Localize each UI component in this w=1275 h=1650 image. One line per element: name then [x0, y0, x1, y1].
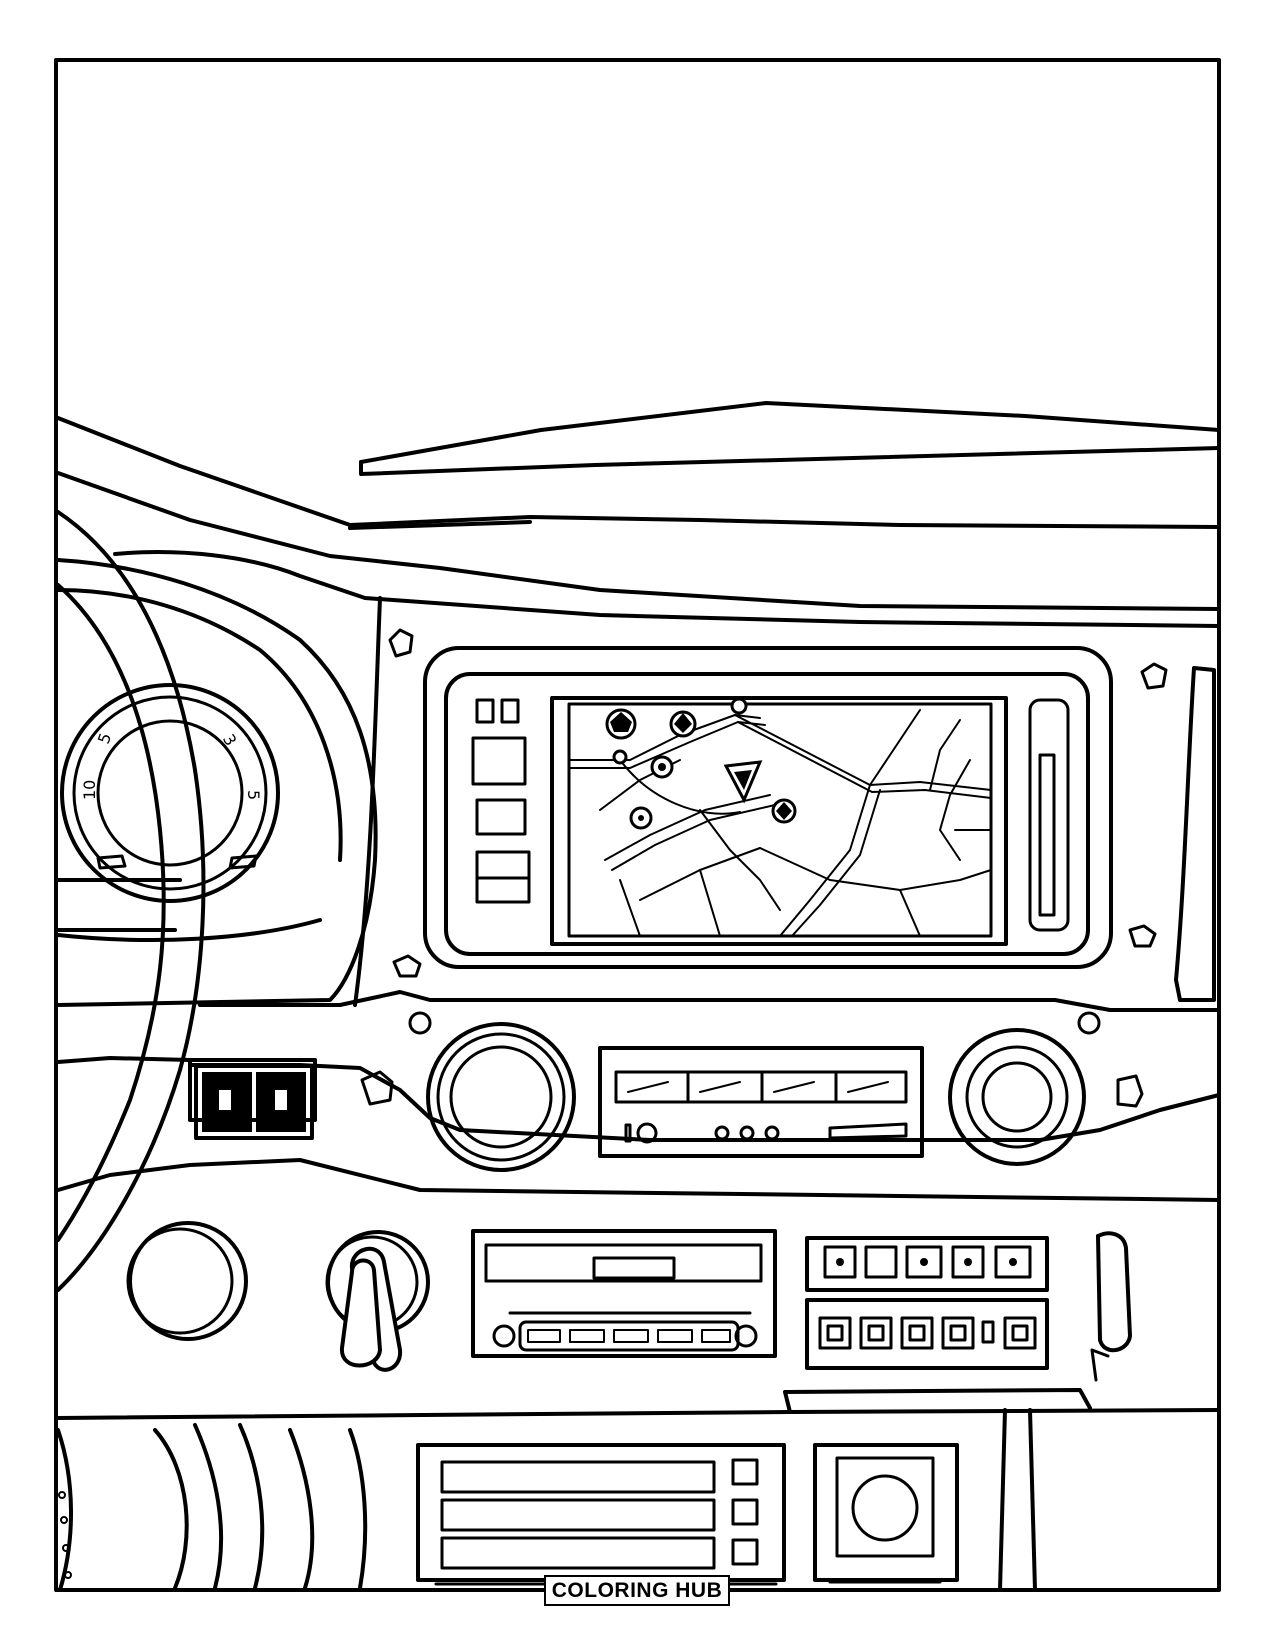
climate-button[interactable] [764, 1125, 780, 1141]
panel-button[interactable] [994, 1245, 1032, 1279]
climate-knob-icon[interactable] [426, 1022, 576, 1172]
screw-details [388, 628, 1168, 978]
nav-button[interactable] [471, 736, 527, 786]
climate-button[interactable] [714, 1125, 730, 1141]
air-vent-icon[interactable] [416, 1443, 786, 1586]
panel-button[interactable] [823, 1245, 857, 1279]
radio-unit [471, 1229, 777, 1358]
map-pin-icon[interactable] [650, 755, 674, 779]
instrument-cluster-hood [56, 558, 382, 1007]
nav-button[interactable] [500, 698, 520, 724]
lower-control-knob[interactable] [813, 1443, 959, 1584]
lower-console [56, 1388, 1221, 1592]
radio-preset-button[interactable] [657, 1329, 693, 1343]
hazard-switch-icon[interactable] [194, 1064, 314, 1140]
dashboard-top [56, 416, 1221, 628]
nav-button[interactable] [475, 698, 495, 724]
radio-preset-button[interactable] [613, 1329, 649, 1343]
watermark-logo: COLORING HUB [544, 1575, 730, 1606]
climate-button[interactable] [739, 1125, 755, 1141]
button-panel-upper [805, 1236, 1049, 1292]
climate-slider[interactable] [828, 1122, 908, 1140]
climate-knob-icon[interactable] [948, 1028, 1086, 1166]
nav-button[interactable] [475, 798, 527, 836]
panel-button[interactable] [818, 1316, 852, 1350]
navigation-unit [423, 646, 1113, 969]
map-pin-icon[interactable] [629, 806, 653, 830]
panel-button[interactable] [1003, 1316, 1037, 1350]
panel-button[interactable] [900, 1316, 934, 1350]
cd-slot[interactable] [592, 1256, 676, 1280]
panel-button[interactable] [981, 1320, 995, 1344]
steering-wheel-icon[interactable] [56, 510, 206, 1292]
gear-lever-icon[interactable] [1090, 1231, 1133, 1382]
button-panel-lower [805, 1298, 1049, 1370]
middle-dash-strip [56, 990, 1221, 1202]
climate-button[interactable] [624, 1123, 632, 1143]
climate-button[interactable] [636, 1122, 658, 1144]
panel-button[interactable] [941, 1316, 975, 1350]
map-pin-icon[interactable] [771, 798, 797, 824]
sun-visor [359, 401, 1221, 476]
panel-button[interactable] [951, 1245, 985, 1279]
speedometer-gauge-icon: 5 10 3 5 [60, 683, 280, 903]
gauge-number: 5 [244, 790, 263, 800]
gauge-number: 3 [219, 731, 241, 749]
panel-button[interactable] [905, 1245, 943, 1279]
panel-button[interactable] [859, 1316, 893, 1350]
map-roads [568, 709, 992, 937]
navigation-map-icon[interactable] [550, 696, 1008, 946]
radio-preset-button[interactable] [701, 1329, 731, 1343]
map-pin-icon[interactable] [669, 710, 697, 738]
ignition-key-icon[interactable] [325, 1230, 430, 1372]
climate-control-panel [598, 1046, 924, 1158]
panel-button[interactable] [864, 1245, 898, 1279]
right-side-panel [1174, 666, 1216, 1002]
map-pin-icon[interactable] [605, 708, 637, 740]
gauge-number: 5 [94, 730, 115, 746]
map-pin-icon[interactable] [730, 697, 748, 715]
small-button[interactable] [360, 1070, 394, 1106]
radio-preset-button[interactable] [527, 1329, 561, 1343]
navigation-arrow-icon[interactable] [723, 760, 763, 804]
gauge-number: 10 [80, 780, 99, 800]
small-button[interactable] [1116, 1074, 1144, 1108]
radio-preset-button[interactable] [569, 1329, 605, 1343]
lower-knob[interactable] [126, 1221, 248, 1341]
